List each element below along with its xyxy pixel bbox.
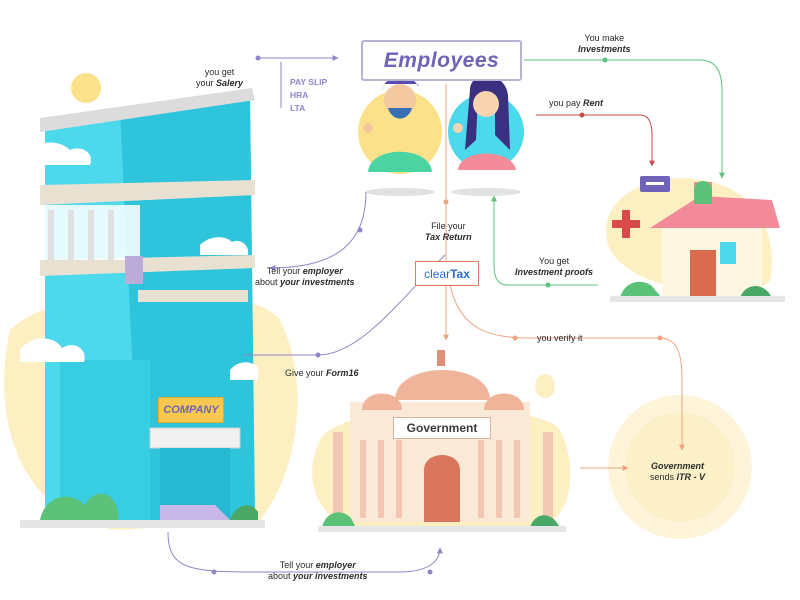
label-investments-line1: You make <box>584 33 625 43</box>
label-tell-employer-1-em1: employer <box>302 266 343 276</box>
dot-tax-return <box>443 199 449 205</box>
label-investments-em: Investments <box>578 44 631 54</box>
dot-verify-b <box>657 335 663 341</box>
label-tell-employer-2-plain2: about <box>268 571 294 581</box>
label-tell-employer-1-plain2: about <box>255 277 281 287</box>
dot-tell-employer-2b <box>427 569 433 575</box>
hra-item: HRA <box>290 90 309 100</box>
label-itr-plain: sends <box>650 472 677 482</box>
connector-salary <box>255 55 339 108</box>
label-tax-return-line1: File your <box>431 221 466 231</box>
employees-title: Employees <box>383 48 500 72</box>
dot-tell-employer-2 <box>211 569 217 575</box>
cleartax-part1: clear <box>424 266 451 281</box>
label-rent-em: Rent <box>583 98 604 108</box>
connector-investment-proofs <box>491 195 598 286</box>
lta-item: LTA <box>290 103 306 113</box>
label-tax-return-em: Tax Return <box>425 232 472 242</box>
label-tell-employer-2: Tell your employer about your investment… <box>268 560 368 582</box>
cleartax-part2: Tax <box>450 266 470 281</box>
label-salary-plain: your <box>196 78 217 88</box>
label-itr: Government sends ITR - V <box>650 461 705 483</box>
dot-form16 <box>315 352 321 358</box>
label-itr-em1: Government <box>651 461 705 471</box>
dot-rent <box>579 112 585 118</box>
label-tell-employer-1-plain1: Tell your <box>266 266 303 276</box>
employee-woman <box>448 75 524 196</box>
label-verify: you verify it <box>537 333 583 343</box>
label-tell-employer-2-em1: employer <box>315 560 356 570</box>
label-itr-em2: ITR - V <box>676 472 706 482</box>
payslip-list: PAY SLIP HRA LTA <box>290 76 327 115</box>
connector-verify <box>449 284 685 451</box>
payslip-item: PAY SLIP <box>290 77 328 87</box>
label-tell-employer-2-plain1: Tell your <box>279 560 316 570</box>
company-building <box>20 88 265 528</box>
company-sign: COMPANY <box>158 397 224 423</box>
connector-rent <box>536 114 655 167</box>
label-rent: you pay Rent <box>549 98 603 109</box>
label-form16-em: Form16 <box>326 368 359 378</box>
connector-tell-employer-2 <box>167 531 443 573</box>
label-tell-employer-1-em2: your investments <box>280 277 355 287</box>
dot-verify <box>512 335 518 341</box>
label-form16: Give your Form16 <box>285 368 359 379</box>
label-salary-line1: you get <box>204 67 235 77</box>
government-building <box>318 350 566 532</box>
house <box>610 176 785 302</box>
label-investment-proofs-line1: You get <box>538 256 570 266</box>
employees-title-box: Employees <box>361 40 522 81</box>
dot-investments <box>602 57 608 63</box>
label-investment-proofs-em: Investment proofs <box>515 267 594 277</box>
label-tell-employer-1: Tell your employer about your investment… <box>255 266 355 288</box>
label-tell-employer-2-em2: your investments <box>293 571 368 581</box>
dot-investment-proofs <box>545 282 551 288</box>
label-investments: You make Investments <box>578 33 631 55</box>
government-sign: Government <box>393 417 491 439</box>
label-tax-return: File your Tax Return <box>425 221 472 243</box>
label-salary: you get your Salery <box>196 67 243 89</box>
label-salary-em: Salery <box>216 78 244 88</box>
label-investment-proofs: You get Investment proofs <box>515 256 593 278</box>
label-rent-plain: you pay <box>549 98 584 108</box>
dot-tell-employer-1 <box>357 227 363 233</box>
employee-man <box>358 76 442 196</box>
connector-investments <box>524 59 725 179</box>
label-form16-plain: Give your <box>285 368 327 378</box>
connector-tell-employer-1 <box>269 191 367 271</box>
